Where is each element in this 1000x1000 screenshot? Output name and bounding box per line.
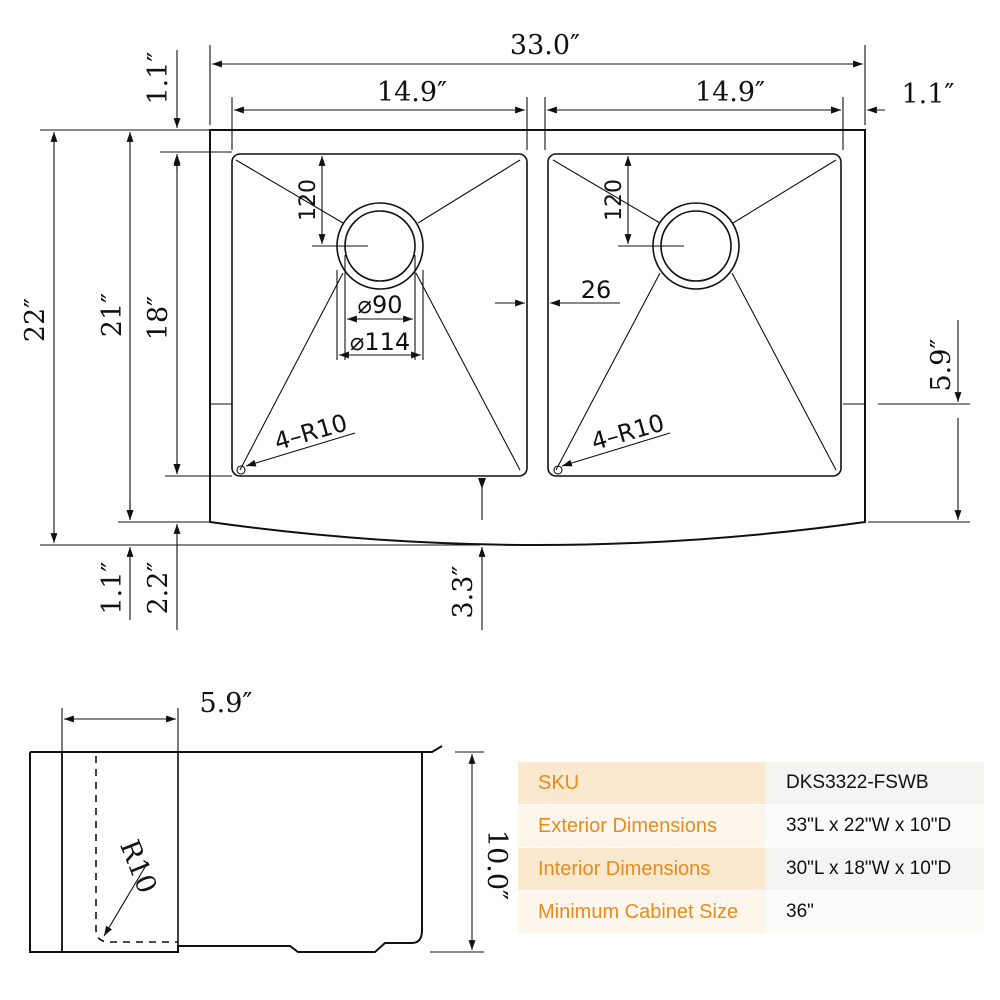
spec-label: SKU [518,762,766,805]
overall-length-label: 33.0″ [510,30,580,61]
bottom-rim-a-label: 1.1″ [97,561,128,614]
spec-table: SKU DKS3322-FSWB Exterior Dimensions 33"… [518,762,984,934]
front-curve-label: 3.3″ [448,565,479,618]
table-row: Minimum Cabinet Size 36" [518,890,984,934]
rim-top-label: 1.1″ [143,51,174,104]
spec-value: DKS3322-FSWB [766,762,984,805]
corner-radius-right-label: 4–R10 [588,409,667,456]
interior-width-a-label: 21″ [97,293,128,337]
spec-value: 30"L x 18"W x 10"D [766,847,984,891]
spec-label: Exterior Dimensions [518,804,766,848]
bowl-width-right-label: 14.9″ [695,77,765,108]
rim-right-label: 1.1″ [901,79,954,110]
sink-outline [209,129,866,546]
divider-width-label: 26 [581,276,612,304]
spec-value: 36" [766,890,984,934]
interior-width-b-label: 18″ [143,296,174,340]
side-corner-radius-label: R10 [113,836,162,898]
side-apron-depth-label: 5.9″ [199,688,252,719]
drain-offset-right-label: 120 [602,179,627,221]
drain-outer-dia-label: ⌀114 [350,328,410,356]
table-row: Exterior Dimensions 33"L x 22"W x 10"D [518,804,984,848]
bowl-width-left-label: 14.9″ [377,77,447,108]
table-row: SKU DKS3322-FSWB [518,762,984,805]
side-view: 5.9″ R10 10.0″ [29,688,512,953]
bottom-rim-b-label: 2.2″ [143,561,174,614]
drain-offset-left-label: 120 [296,179,321,221]
right-bowl [547,153,842,477]
left-bowl [231,153,528,477]
top-view: 33.0″ 14.9″ 14.9″ 1.1″ 1.1″ 22″ 21″ [20,30,970,630]
table-row: Interior Dimensions 30"L x 18"W x 10"D [518,847,984,891]
side-depth-label: 10.0″ [481,830,512,900]
corner-radius-left-label: 4–R10 [271,409,350,456]
spec-label: Interior Dimensions [518,847,766,891]
spec-label: Minimum Cabinet Size [518,890,766,934]
apron-height-label: 5.9″ [926,338,957,391]
drain-inner-dia-label: ⌀90 [358,291,403,319]
side-profile [29,745,443,953]
overall-width-label: 22″ [20,298,51,342]
spec-value: 33"L x 22"W x 10"D [766,804,984,848]
